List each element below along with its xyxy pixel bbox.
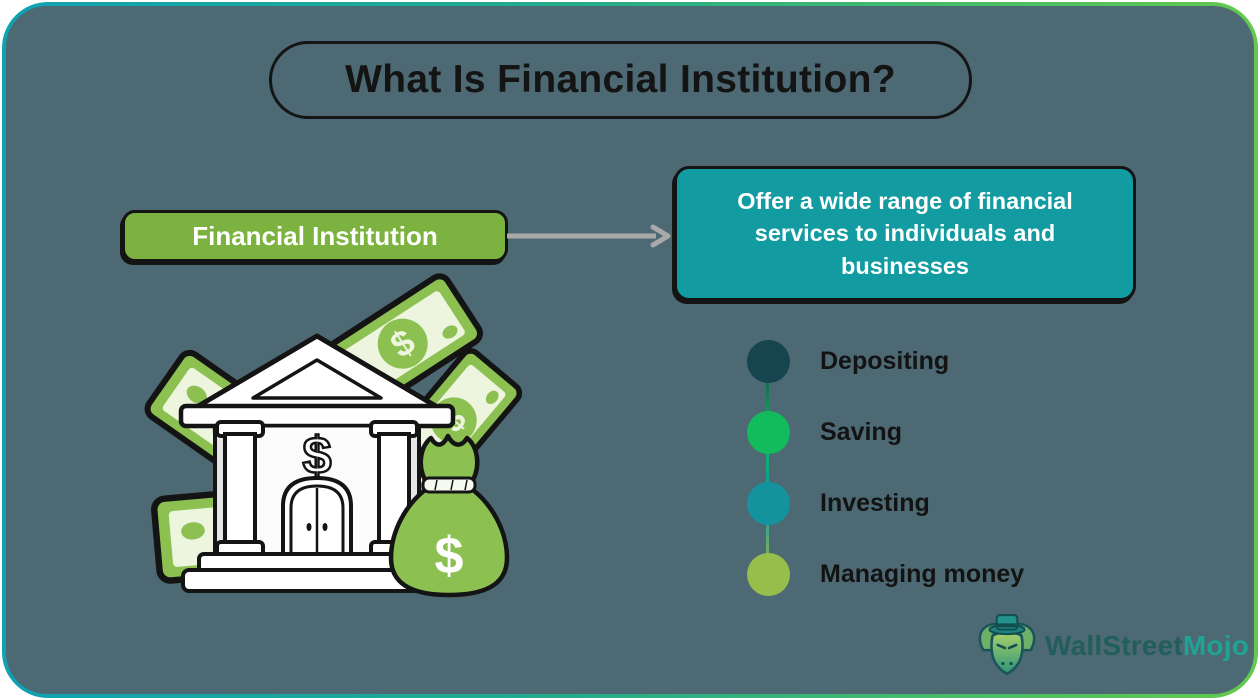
description-text: Offer a wide range of financial services… bbox=[737, 187, 1073, 279]
brand-name-primary: WallStreet bbox=[1045, 630, 1183, 661]
bullet-dot-icon bbox=[747, 482, 790, 525]
brand-logo: WallStreetMojo bbox=[974, 613, 1249, 679]
service-label: Saving bbox=[820, 418, 902, 446]
bank-money-illustration: $ $ bbox=[131, 296, 511, 598]
brand-name-accent: Mojo bbox=[1182, 630, 1250, 661]
service-label: Managing money bbox=[820, 560, 1025, 588]
svg-text:$: $ bbox=[435, 527, 464, 585]
brand-wordmark: WallStreetMojo bbox=[1045, 630, 1249, 662]
page-title: What Is Financial Institution? bbox=[345, 58, 896, 101]
bull-mascot-icon bbox=[978, 614, 1036, 676]
description-box: Offer a wide range of financial services… bbox=[674, 166, 1136, 301]
list-item: Saving bbox=[747, 411, 902, 454]
title-pill: What Is Financial Institution? bbox=[269, 41, 972, 119]
bullet-dot-icon bbox=[747, 553, 790, 596]
svg-text:$: $ bbox=[303, 427, 332, 485]
list-item: Managing money bbox=[747, 553, 1024, 596]
bullet-dot-icon bbox=[747, 411, 790, 454]
service-label: Depositing bbox=[820, 347, 950, 375]
list-item: Depositing bbox=[747, 340, 949, 383]
bank-building-icon: $ bbox=[178, 333, 456, 593]
services-connector-line bbox=[766, 361, 769, 575]
money-bag-icon: $ bbox=[388, 433, 510, 598]
node-label: Financial Institution bbox=[192, 220, 438, 251]
service-label: Investing bbox=[820, 489, 930, 517]
bullet-dot-icon bbox=[747, 340, 790, 383]
list-item: Investing bbox=[747, 482, 930, 525]
arrow-right-icon bbox=[507, 224, 671, 248]
financial-institution-node: Financial Institution bbox=[122, 210, 508, 262]
